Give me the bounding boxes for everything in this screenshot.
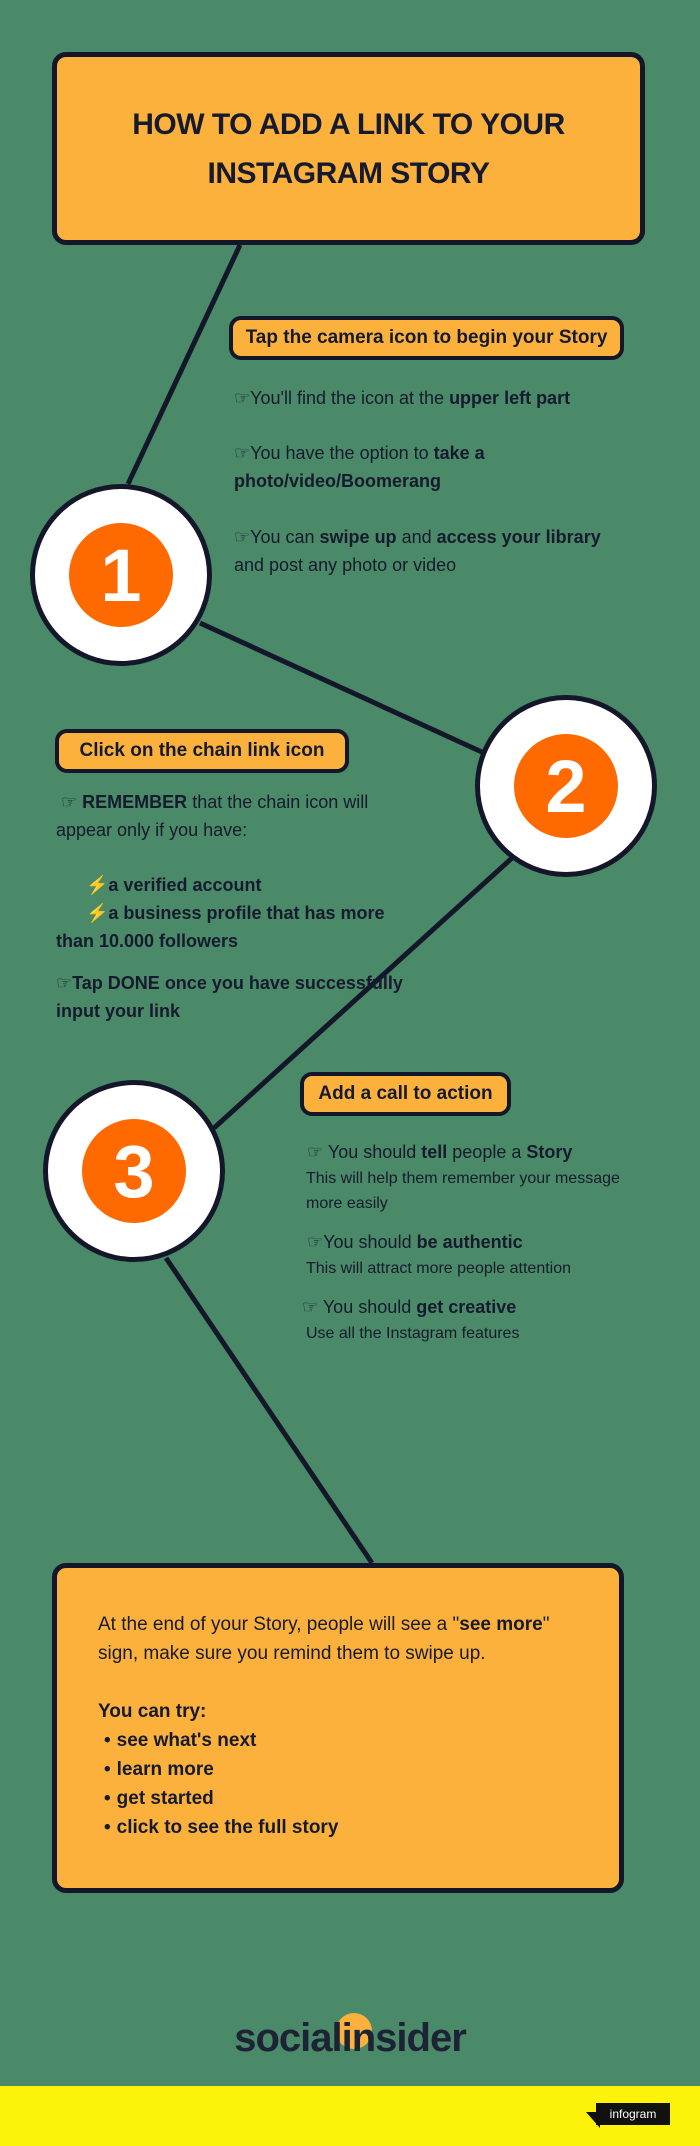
hand-icon: ☞ — [61, 792, 78, 812]
hand-icon: ☞ — [234, 388, 251, 408]
step-1-bullet-3: ☞You can swipe up and access your librar… — [234, 527, 601, 575]
step-3-tip-2-sub: This will attract more people attention — [306, 1260, 572, 1277]
step-2-requirement-1: ⚡a verified account — [86, 875, 262, 895]
socialinsider-logo: socialinsider — [234, 2016, 467, 2060]
list-item: see what's next — [98, 1726, 583, 1755]
step-3-tip-1-sub: This will help them remember your messag… — [306, 1170, 620, 1212]
list-item: learn more — [98, 1755, 583, 1784]
step-1-number: 1 — [69, 523, 173, 627]
ending-paragraph: At the end of your Story, people will se… — [98, 1614, 550, 1664]
hand-icon: ☞ — [234, 443, 251, 463]
step-2-circle: 2 — [475, 695, 657, 877]
step-1-pill: Tap the camera icon to begin your Story — [229, 316, 624, 360]
step-2-number: 2 — [514, 734, 618, 838]
list-item: get started — [98, 1784, 583, 1813]
logo-mark — [336, 2013, 372, 2049]
footer-bar — [0, 2086, 700, 2146]
step-1-bullets: ☞You'll find the icon at the upper left … — [234, 384, 634, 579]
step-3-pill: Add a call to action — [300, 1072, 511, 1116]
step-3-number: 3 — [82, 1119, 186, 1223]
step-1-circle: 1 — [30, 484, 212, 666]
step-3-tips: ☞ You should tell people a Story This wi… — [302, 1138, 642, 1346]
step-2-done: ☞Tap DONE once you have successfully inp… — [56, 973, 403, 1021]
hand-icon: ☞ — [307, 1142, 324, 1162]
hand-icon: ☞ — [307, 1232, 324, 1252]
cta-options-list: see what's next learn more get started c… — [98, 1726, 583, 1842]
step-3-tip-3-sub: Use all the Instagram features — [306, 1325, 520, 1342]
step-1-bullet-2: ☞You have the option to take a photo/vid… — [234, 443, 485, 491]
step-3-tip-2: ☞You should be authentic — [307, 1232, 523, 1252]
lightning-icon: ⚡ — [86, 875, 109, 895]
step-1-bullet-1: ☞You'll find the icon at the upper left … — [234, 388, 571, 408]
page-title: HOW TO ADD A LINK TO YOUR INSTAGRAM STOR… — [132, 107, 565, 190]
step-2-requirement-2: ⚡a business profile that has more than 1… — [56, 903, 385, 951]
step-3-tip-3: ☞ You should get creative — [302, 1297, 517, 1317]
hand-icon: ☞ — [302, 1297, 319, 1317]
step-3-tip-1: ☞ You should tell people a Story — [307, 1142, 573, 1162]
title-box: HOW TO ADD A LINK TO YOUR INSTAGRAM STOR… — [52, 52, 645, 245]
try-label: You can try: — [98, 1701, 207, 1722]
lightning-icon: ⚡ — [86, 903, 109, 923]
step-2-remember: ☞ REMEMBER that the chain icon will appe… — [56, 792, 369, 840]
ending-box: At the end of your Story, people will se… — [52, 1563, 624, 1893]
step-2-pill: Click on the chain link icon — [55, 729, 349, 773]
list-item: click to see the full story — [98, 1813, 583, 1842]
step-2-text: ☞ REMEMBER that the chain icon will appe… — [56, 788, 416, 1025]
infogram-badge[interactable]: infogram — [596, 2103, 670, 2125]
hand-icon: ☞ — [56, 973, 73, 993]
hand-icon: ☞ — [234, 527, 251, 547]
step-3-circle: 3 — [43, 1080, 225, 1262]
